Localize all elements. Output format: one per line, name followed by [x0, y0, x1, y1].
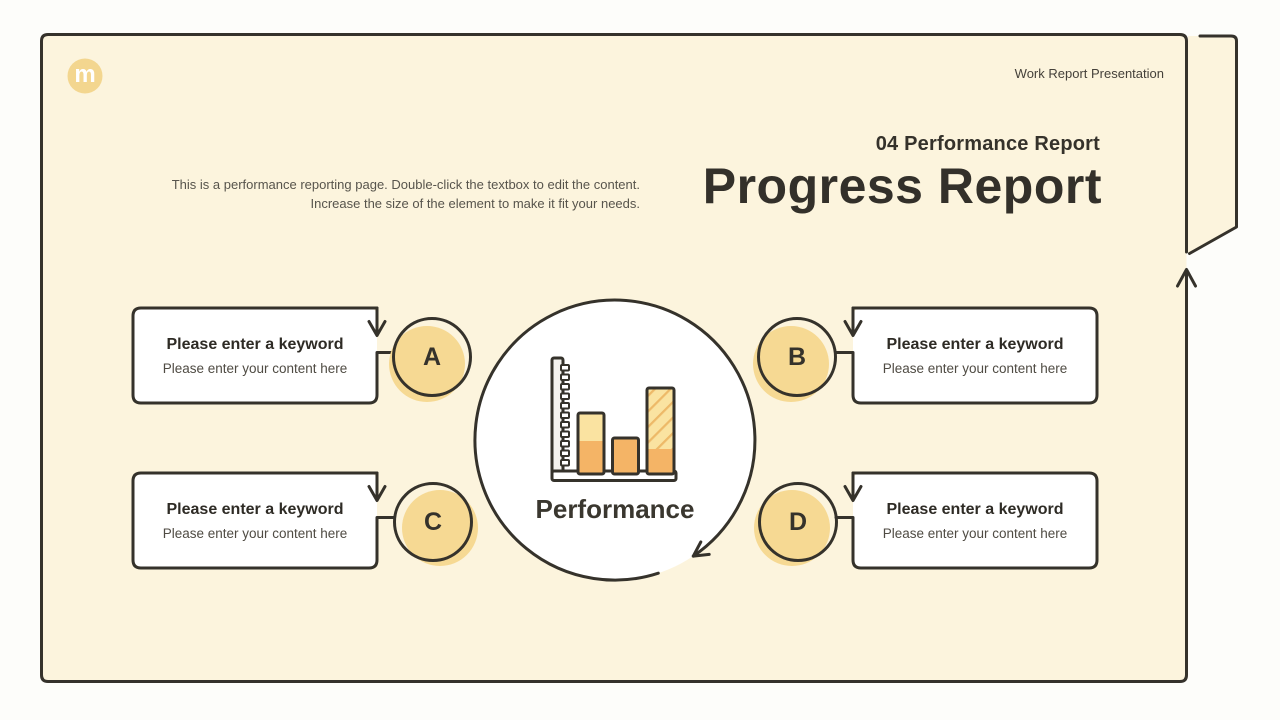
- down-arrow-icon: [367, 471, 387, 502]
- keyword-box-a[interactable]: [133, 308, 377, 403]
- section-title[interactable]: 04 Performance Report: [875, 133, 1100, 155]
- logo[interactable]: m: [74, 61, 96, 88]
- keyword-group-c: [131, 471, 478, 570]
- circular-arrow: [473, 298, 757, 582]
- badge-circle-b[interactable]: [757, 317, 837, 397]
- corner-fold-border: [1188, 34, 1238, 255]
- keyword-title: Please enter a keyword: [166, 500, 344, 518]
- down-arrow-icon: [843, 306, 863, 337]
- up-arrow-icon: [1176, 268, 1197, 288]
- performance-label[interactable]: Performance: [535, 494, 695, 524]
- keyword-box-d[interactable]: [853, 473, 1097, 568]
- keyword-title: Please enter a keyword: [886, 335, 1064, 353]
- keyword-textbox-c[interactable]: Please enter a keyword Please enter your…: [133, 473, 377, 568]
- keyword-content: Please enter your content here: [162, 525, 348, 541]
- description-line-2: Increase the size of the element to make…: [310, 195, 640, 211]
- badge-circle-a[interactable]: [392, 317, 472, 397]
- badge-letter-c[interactable]: C: [423, 508, 443, 536]
- logo-circle[interactable]: [67, 58, 103, 94]
- badge-letter-b[interactable]: B: [787, 343, 807, 371]
- performance-circle-group: [473, 298, 757, 582]
- keyword-textbox-a[interactable]: Please enter a keyword Please enter your…: [133, 308, 377, 403]
- axis-ticks: [560, 364, 570, 467]
- keyword-content: Please enter your content here: [882, 360, 1068, 376]
- keyword-group-b: [753, 306, 1099, 405]
- slide-frame-border: [40, 33, 1188, 683]
- description-textbox[interactable]: This is a performance reporting page. Do…: [172, 176, 640, 213]
- keyword-box-c[interactable]: [133, 473, 377, 568]
- circular-arrowhead-icon: [691, 540, 711, 558]
- badge-letter-d[interactable]: D: [788, 508, 808, 536]
- bar-chart-icon: [550, 356, 678, 482]
- presentation-label: Work Report Presentation: [1014, 66, 1164, 81]
- keyword-textbox-b[interactable]: Please enter a keyword Please enter your…: [853, 308, 1097, 403]
- badge-letter-a[interactable]: A: [422, 343, 442, 371]
- keyword-box-b[interactable]: [853, 308, 1097, 403]
- keyword-content: Please enter your content here: [882, 525, 1068, 541]
- badge-circle-d[interactable]: [758, 482, 838, 562]
- corner-fold: [1188, 36, 1237, 254]
- keyword-group-d: [754, 471, 1099, 570]
- badge-circle-c[interactable]: [393, 482, 473, 562]
- keyword-title: Please enter a keyword: [166, 335, 344, 353]
- description-line-1: This is a performance reporting page. Do…: [171, 177, 640, 192]
- keyword-title: Please enter a keyword: [886, 500, 1064, 518]
- keyword-group-a: [131, 306, 472, 405]
- down-arrow-icon: [367, 306, 387, 337]
- keyword-content: Please enter your content here: [162, 360, 348, 376]
- down-arrow-icon: [843, 471, 863, 502]
- page-title[interactable]: Progress Report: [702, 158, 1102, 214]
- keyword-textbox-d[interactable]: Please enter a keyword Please enter your…: [853, 473, 1097, 568]
